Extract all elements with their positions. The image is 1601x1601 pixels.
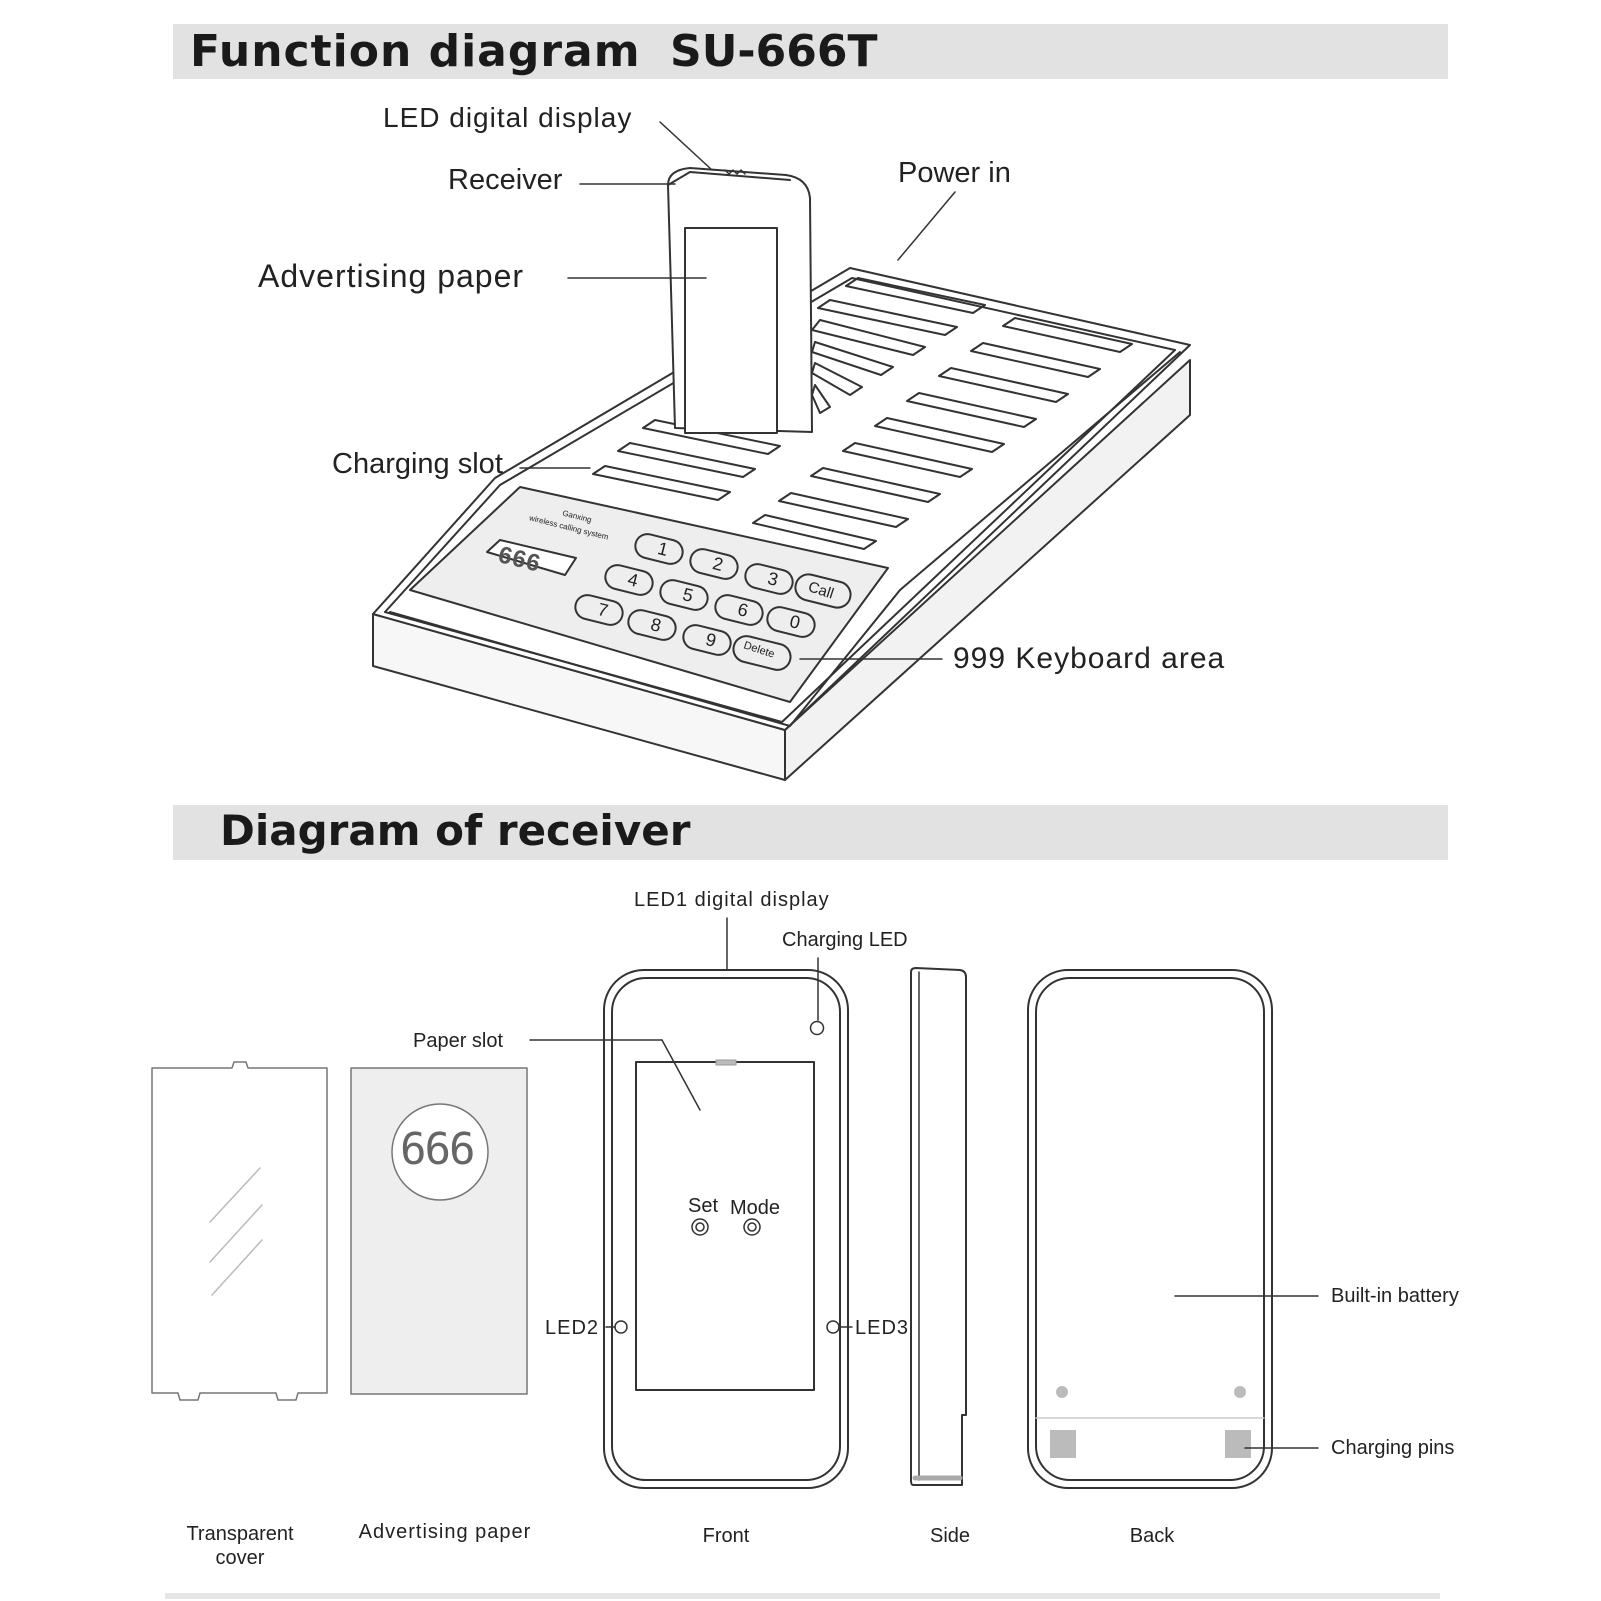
label-set: Set: [688, 1195, 719, 1217]
receiver-back: [1027, 969, 1273, 1489]
label-receiver: Receiver: [448, 164, 563, 196]
charging-slots-left: [592, 419, 781, 501]
function-diagram-header-band: [173, 24, 1448, 79]
base-station-illustration: [372, 121, 1191, 781]
label-led1-digital-display: LED1 digital display: [634, 889, 830, 911]
caption-transparent-cover-line1: Transparent: [186, 1523, 294, 1545]
receiver-leader-lines: [529, 917, 1319, 1449]
caption-transparent-cover-line2: cover: [215, 1547, 265, 1569]
caption-front: Front: [702, 1525, 750, 1547]
label-paper-slot: Paper slot: [413, 1030, 504, 1052]
caption-back: Back: [1129, 1525, 1175, 1547]
advertising-paper-digits: 666: [400, 1124, 475, 1175]
receiver-front: [603, 969, 849, 1489]
label-charging-pins: Charging pins: [1331, 1437, 1455, 1459]
leader-lines: [519, 121, 956, 660]
label-mode: Mode: [730, 1197, 781, 1219]
advertising-paper-sheet: [350, 1067, 528, 1395]
label-keyboard-area: 999 Keyboard area: [953, 642, 1226, 675]
label-power-in: Power in: [898, 157, 1011, 189]
caption-advertising-paper: Advertising paper: [358, 1521, 532, 1543]
label-advertising-paper: Advertising paper: [258, 258, 525, 294]
receiver-diagram-title: Diagram of receiver: [220, 806, 691, 855]
receiver-in-slot: [667, 167, 813, 434]
charging-slots-middle: [811, 277, 986, 414]
receiver-diagram-header-band: [173, 805, 1448, 860]
keypad-panel: [409, 486, 889, 703]
label-built-in-battery: Built-in battery: [1331, 1285, 1459, 1307]
model-number: SU-666T: [670, 26, 878, 77]
label-charging-led: Charging LED: [782, 929, 908, 951]
panel-led-display: [486, 539, 577, 576]
caption-side: Side: [929, 1525, 971, 1547]
function-diagram-title: Function diagram: [190, 26, 641, 77]
charging-slots-right: [752, 317, 1133, 550]
transparent-cover: [151, 1061, 328, 1401]
receiver-side: [910, 967, 967, 1486]
label-led-digital-display: LED digital display: [383, 102, 633, 133]
keypad-keys: [574, 533, 852, 671]
label-led2: LED2: [545, 1317, 600, 1339]
label-charging-slot: Charging slot: [332, 448, 503, 480]
label-led3: LED3: [855, 1317, 910, 1339]
bottom-rule: [165, 1593, 1440, 1599]
